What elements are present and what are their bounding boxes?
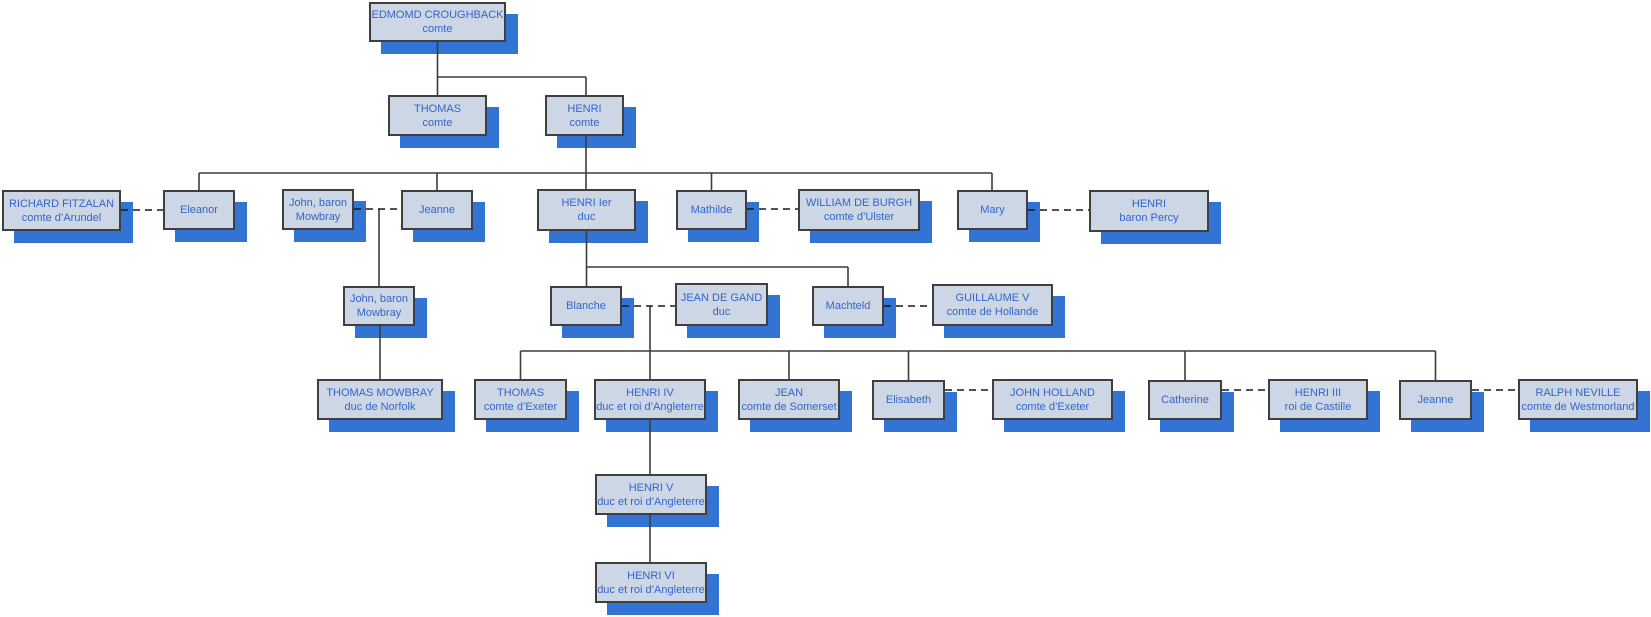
node-john-mowbray-jr: John, baron Mowbray [343,286,415,326]
node-mathilde: Mathilde [676,190,747,230]
node-john-holland: JOHN HOLLAND comte d’Exeter [992,379,1113,420]
node-john-mowbray-sr: John, baron Mowbray [282,189,354,230]
person-title: baron Percy [1119,212,1179,224]
node-thomas-mowbray: THOMAS MOWBRAY duc de Norfolk [317,379,443,420]
person-name: John, baron [349,293,409,305]
person-name: THOMAS [496,386,545,399]
person-name: HENRI [567,102,602,115]
person-name: Eleanor [180,204,218,216]
person-title: comte [422,116,453,129]
person-title: comte d’Exeter [483,400,558,413]
person-name: HENRI IV [626,386,674,399]
node-catherine: Catherine [1148,380,1222,420]
node-henri-vi: HENRI VI duc et roi d’Angleterre [595,562,707,603]
person-name: JEAN [774,386,804,399]
person-name: RALPH NEVILLE [1535,386,1621,399]
person-name: HENRI VI [627,569,675,582]
node-guillaume-v: GUILLAUME V comte de Hollande [932,284,1053,326]
person-name: Mary [980,204,1005,216]
person-title: duc et roi d’Angleterre [596,400,704,413]
person-name: HENRI [1131,198,1167,210]
person-title: duc [712,305,731,318]
node-henri-iv: HENRI IV duc et roi d’Angleterre [594,379,706,420]
person-name: Catherine [1161,394,1209,406]
person-name: Mathilde [690,204,733,216]
node-henri-iii: HENRI III roi de Castille [1268,379,1368,420]
node-blanche: Blanche [550,286,622,326]
node-jeanne-mowbray: Jeanne [401,190,473,230]
person-name: HENRI V [628,481,674,494]
node-mary: Mary [957,190,1028,230]
person-title: comte [422,23,453,35]
node-machteld: Machteld [812,286,884,326]
person-name: EDMOMD CROUGHBACK [371,9,504,21]
person-name: Machteld [825,300,871,312]
node-ralph-neville: RALPH NEVILLE comte de Westmorland [1518,379,1638,420]
node-jeanne-neville: Jeanne [1399,380,1472,420]
person-title: comte de Westmorland [1521,400,1635,413]
person-name: WILLIAM DE BURGH [805,197,913,209]
person-title: comte de Hollande [946,306,1039,318]
node-eleanor: Eleanor [163,190,235,230]
person-name: THOMAS MOWBRAY [326,386,434,399]
node-richard-fitzalan: RICHARD FITZALAN comte d’Arundel [2,190,121,231]
person-title: comte d’Arundel [21,211,102,224]
person-title: roi de Castille [1284,400,1352,413]
person-name: JEAN DE GAND [680,291,763,304]
person-name: Jeanne [418,204,456,216]
person-name: HENRI III [1294,386,1342,399]
node-edmond-croughback: EDMOMD CROUGHBACK comte [369,2,506,42]
node-henri-percy: HENRI baron Percy [1089,190,1209,232]
node-thomas-comte: THOMAS comte [388,95,487,136]
person-title: duc [577,211,596,223]
descent-connectors [198,42,1437,562]
person-title: duc et roi d’Angleterre [597,495,705,508]
person-title: duc et roi d’Angleterre [597,583,705,596]
person-title: duc de Norfolk [344,400,416,413]
marriage-connectors [121,208,1518,391]
person-name: Elisabeth [885,394,932,406]
person-title: comte de Somerset [741,400,837,413]
person-name: JOHN HOLLAND [1010,386,1095,399]
node-jean-somerset: JEAN comte de Somerset [738,379,840,420]
node-thomas-exeter: THOMAS comte d’Exeter [474,379,567,420]
person-name: Jeanne [1417,394,1454,406]
person-name: John, baron [288,196,348,209]
person-name: Blanche [566,300,606,312]
person-title: comte [569,116,600,129]
person-title: comte d’Ulster [823,211,895,223]
node-jean-de-gand: JEAN DE GAND duc [675,283,768,326]
node-henri-v: HENRI V duc et roi d’Angleterre [595,474,707,515]
person-title: Mowbray [295,210,341,223]
node-william-de-burgh: WILLIAM DE BURGH comte d’Ulster [798,189,920,231]
person-name: THOMAS [413,102,462,115]
person-title: Mowbray [356,307,402,319]
person-name: RICHARD FITZALAN [8,197,115,210]
person-title: comte d’Exeter [1015,400,1090,413]
node-elisabeth: Elisabeth [872,380,945,420]
person-name: GUILLAUME V [955,292,1030,304]
node-henri-comte: HENRI comte [545,95,624,136]
person-name: HENRI Ier [561,197,612,209]
node-henri-1er: HENRI Ier duc [537,189,636,231]
